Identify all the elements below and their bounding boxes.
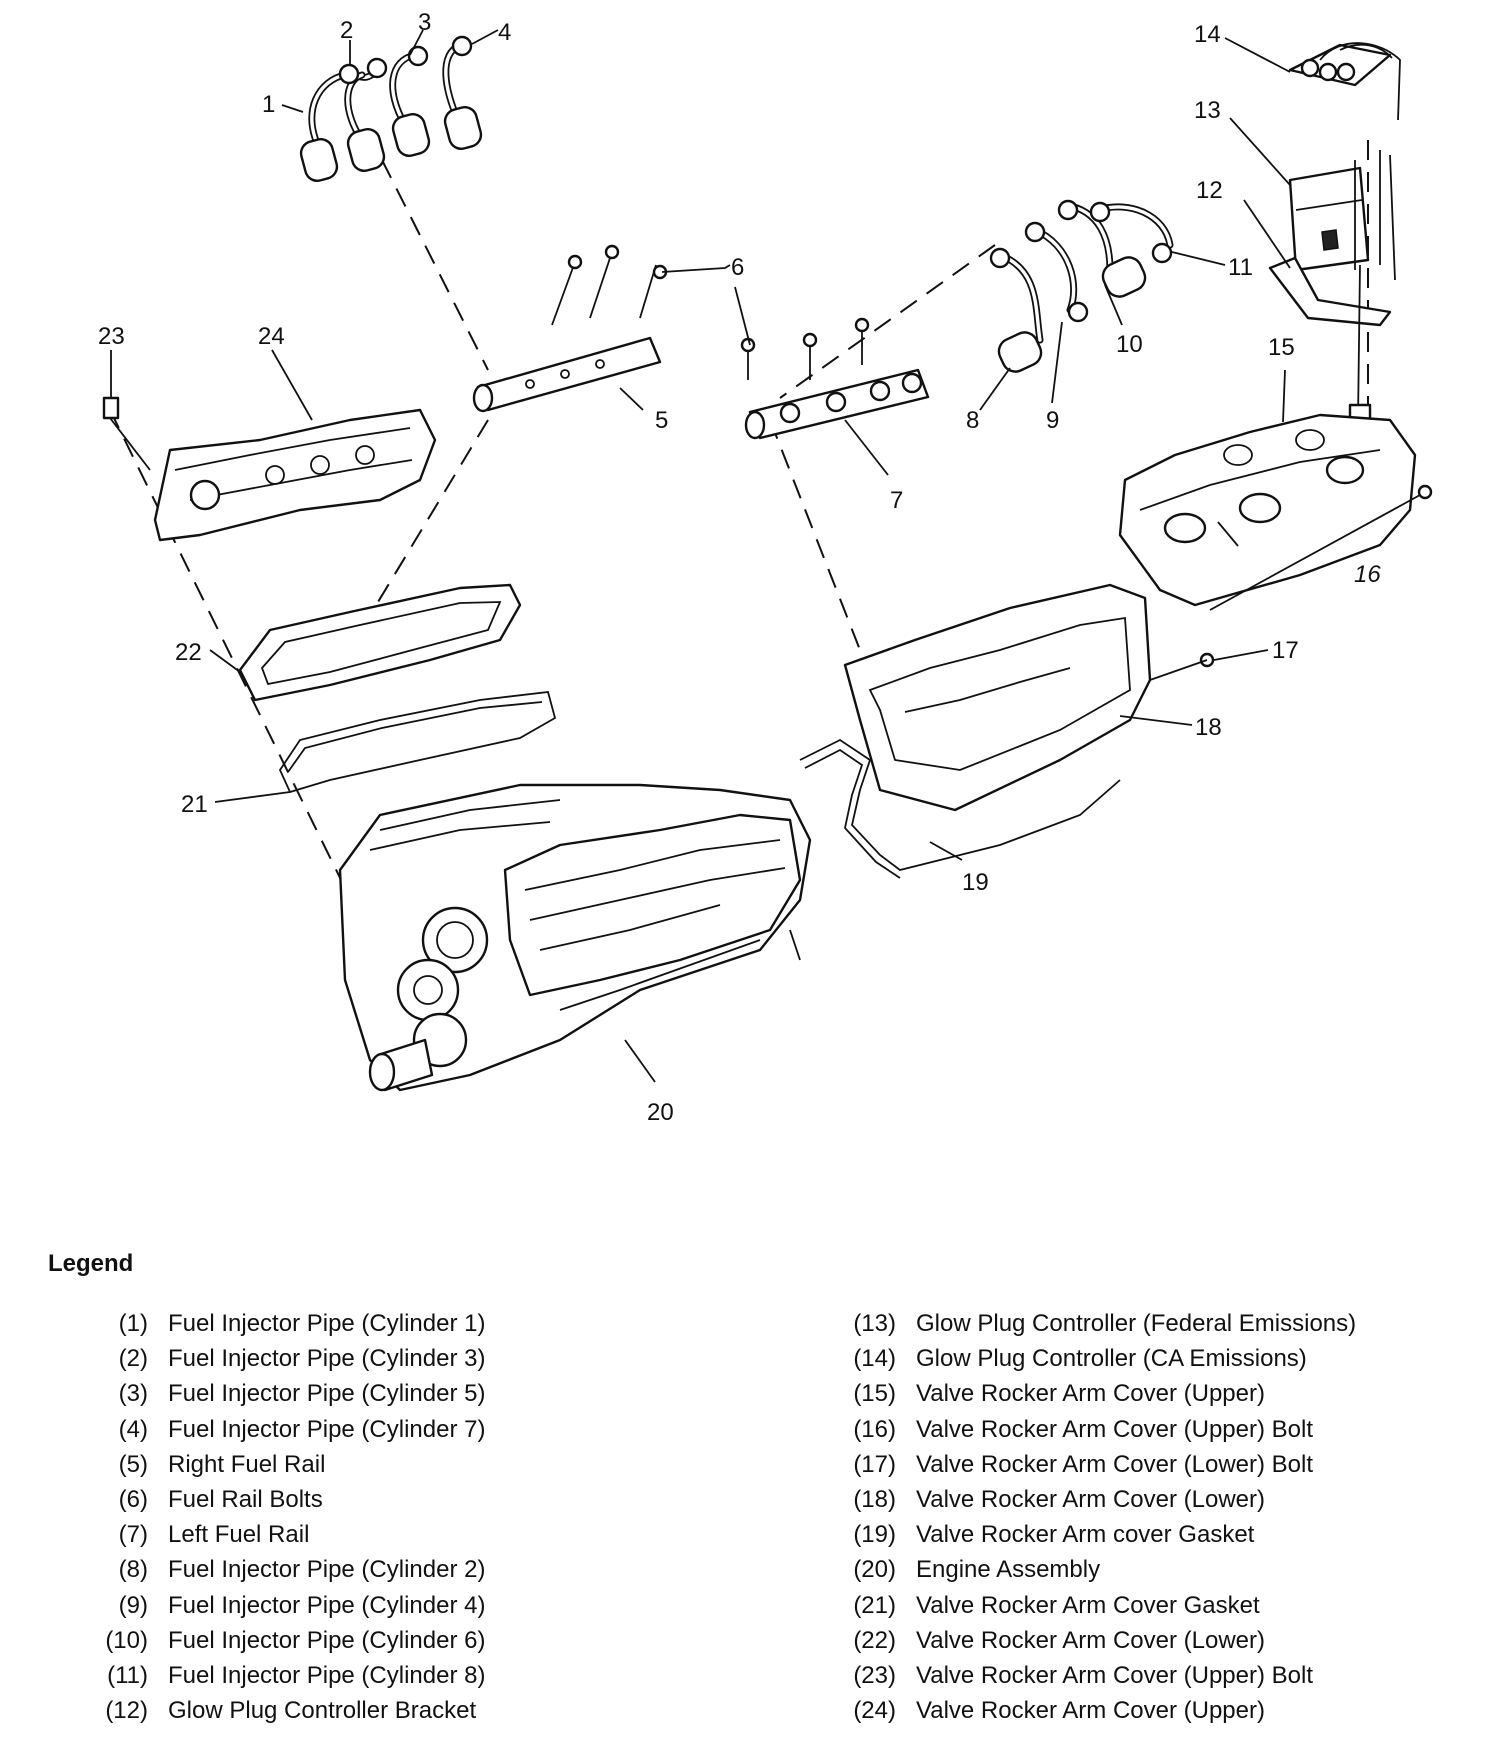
legend-item: (22)Valve Rocker Arm Cover (Lower): [853, 1626, 1265, 1654]
upper-rocker-cover-right: [1118, 413, 1433, 611]
callout-2: 2: [340, 17, 353, 44]
legend-item: (1)Fuel Injector Pipe (Cylinder 1): [118, 1310, 486, 1337]
exploded-engine-diagram: 1 2 3 4 5 6 7 8 9 10 11 12 13 14 15 16 1…: [98, 9, 1433, 1126]
callout-1: 1: [262, 91, 275, 118]
legend-item: (18)Valve Rocker Arm Cover (Lower): [853, 1485, 1265, 1513]
callout-11: 11: [1228, 254, 1253, 281]
callout-23: 23: [98, 323, 125, 350]
callout-14: 14: [1194, 21, 1221, 48]
legend-item: (4)Fuel Injector Pipe (Cylinder 7): [118, 1415, 486, 1443]
legend-item: (19)Valve Rocker Arm cover Gasket: [853, 1521, 1255, 1549]
callout-19: 19: [962, 869, 989, 896]
legend-item: (12)Glow Plug Controller Bracket: [105, 1697, 477, 1725]
injector-pipes-right-bank: [299, 35, 483, 182]
callout-8: 8: [966, 407, 979, 434]
glow-plug-controller-ca: [1288, 42, 1401, 121]
callout-15: 15: [1268, 334, 1295, 361]
callout-9: 9: [1046, 407, 1059, 434]
legend-item: (13)Glow Plug Controller (Federal Emissi…: [853, 1310, 1357, 1337]
callout-5: 5: [655, 407, 668, 434]
legend-item: (9)Fuel Injector Pipe (Cylinder 4): [118, 1591, 486, 1619]
callout-10: 10: [1116, 331, 1143, 358]
legend-item: (7)Left Fuel Rail: [118, 1521, 310, 1549]
legend-column-left: (1)Fuel Injector Pipe (Cylinder 1) (2)Fu…: [80, 1306, 485, 1728]
engine-assembly: [338, 783, 812, 1092]
callout-numbers: 1 2 3 4 5 6 7 8 9 10 11 12 13 14 15 16 1…: [98, 9, 1381, 1126]
callout-13: 13: [1194, 97, 1221, 124]
legend-item: (5)Right Fuel Rail: [118, 1450, 326, 1478]
callout-20: 20: [647, 1099, 674, 1126]
gasket-left: [278, 691, 557, 794]
lower-rocker-cover-left: [238, 583, 522, 702]
legend-item: (20)Engine Assembly: [853, 1556, 1101, 1584]
legend-item: (6)Fuel Rail Bolts: [118, 1485, 323, 1513]
legend: Legend (1)Fuel Injector Pipe (Cylinder 1…: [0, 1250, 1504, 1730]
callout-3: 3: [418, 9, 431, 36]
callout-21: 21: [181, 791, 208, 818]
legend-item: (11)Fuel Injector Pipe (Cylinder 8): [107, 1661, 486, 1689]
legend-item: (16)Valve Rocker Arm Cover (Upper) Bolt: [853, 1415, 1314, 1443]
callout-22: 22: [175, 639, 202, 666]
upper-rocker-cover-left: [102, 396, 437, 542]
injector-pipes-left-bank: [989, 199, 1174, 373]
legend-item: (10)Fuel Injector Pipe (Cylinder 6): [105, 1626, 486, 1654]
callout-7: 7: [890, 487, 903, 514]
callout-12: 12: [1196, 177, 1223, 204]
legend-item: (24)Valve Rocker Arm Cover (Upper): [853, 1697, 1265, 1725]
leader-lines: [110, 29, 1291, 1083]
right-fuel-rail: [472, 336, 662, 413]
callout-24: 24: [258, 323, 285, 350]
callout-6: 6: [731, 254, 744, 281]
legend-item: (15)Valve Rocker Arm Cover (Upper): [853, 1380, 1265, 1408]
legend-title: Legend: [48, 1250, 134, 1277]
legend-item: (2)Fuel Injector Pipe (Cylinder 3): [118, 1345, 486, 1373]
gasket-right: [799, 738, 1121, 879]
legend-item: (17)Valve Rocker Arm Cover (Lower) Bolt: [853, 1450, 1314, 1478]
lower-rocker-cover-right: [843, 583, 1215, 812]
left-fuel-rail: [744, 368, 930, 440]
callout-4: 4: [498, 19, 511, 46]
callout-17: 17: [1272, 637, 1299, 664]
legend-column-right: (13)Glow Plug Controller (Federal Emissi…: [830, 1306, 1356, 1728]
legend-item: (14)Glow Plug Controller (CA Emissions): [853, 1345, 1307, 1373]
alignment-lines: [109, 140, 1369, 891]
legend-item: (3)Fuel Injector Pipe (Cylinder 5): [118, 1380, 486, 1408]
callout-16: 16: [1354, 561, 1381, 588]
legend-item: (8)Fuel Injector Pipe (Cylinder 2): [118, 1556, 486, 1584]
legend-item: (21)Valve Rocker Arm Cover Gasket: [853, 1591, 1260, 1619]
legend-item: (23)Valve Rocker Arm Cover (Upper) Bolt: [853, 1661, 1314, 1689]
glow-plug-controller-federal: [1288, 150, 1396, 281]
callout-18: 18: [1195, 714, 1222, 741]
